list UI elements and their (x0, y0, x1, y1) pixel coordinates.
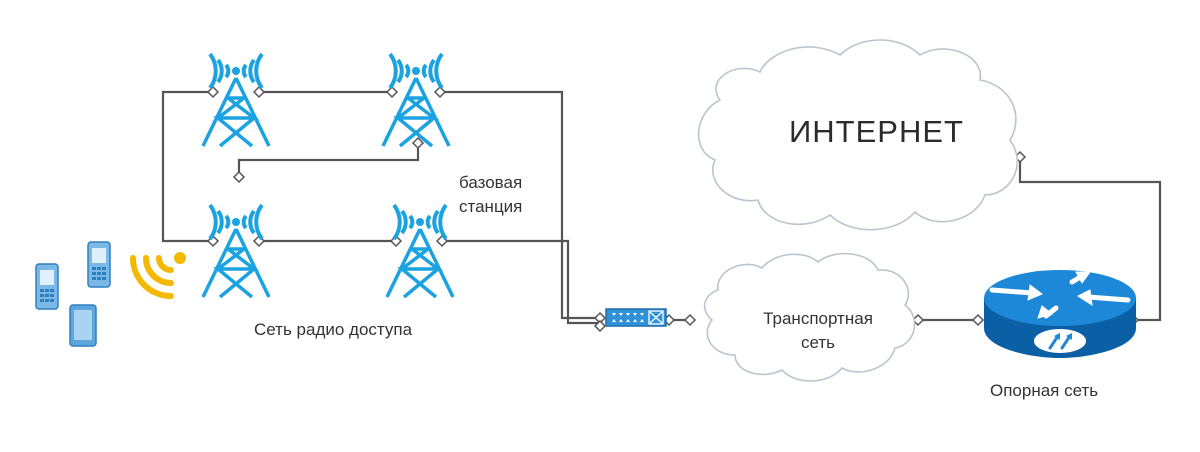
smartphone-icon (69, 304, 97, 347)
cell-tower-icon (201, 52, 271, 148)
cloud-icon (703, 252, 916, 382)
base-station-label-line2: станция (459, 197, 523, 216)
internet-label: ИНТЕРНЕТ (789, 114, 964, 149)
link-tower2-tower3 (237, 143, 420, 177)
transport-network-label-line2: сеть (800, 333, 836, 352)
base-station-label: базовая станция (459, 171, 522, 219)
link-tower2-switch (440, 90, 598, 320)
link-tower4-switch (442, 239, 598, 325)
network-switch-icon (605, 308, 667, 327)
transport-network-label: Транспортная сеть (748, 307, 888, 355)
cell-tower-icon (381, 52, 451, 148)
base-station-label-line1: базовая (459, 173, 523, 192)
wireless-signal-icon (130, 255, 174, 299)
router-icon (984, 270, 1136, 358)
cloud-icon (697, 39, 1019, 231)
link-router-internet (1018, 160, 1162, 322)
core-network-label: Опорная сеть (990, 381, 1099, 400)
mobile-phone-icon (87, 241, 111, 288)
transport-network-label-line1: Транспортная (763, 309, 873, 328)
mobile-phone-icon (35, 263, 59, 310)
radio-network-label: Сеть радио доступа (254, 320, 413, 339)
cell-tower-icon (201, 203, 271, 299)
link-tower1-tower3 (161, 90, 213, 243)
cell-tower-icon (385, 203, 455, 299)
